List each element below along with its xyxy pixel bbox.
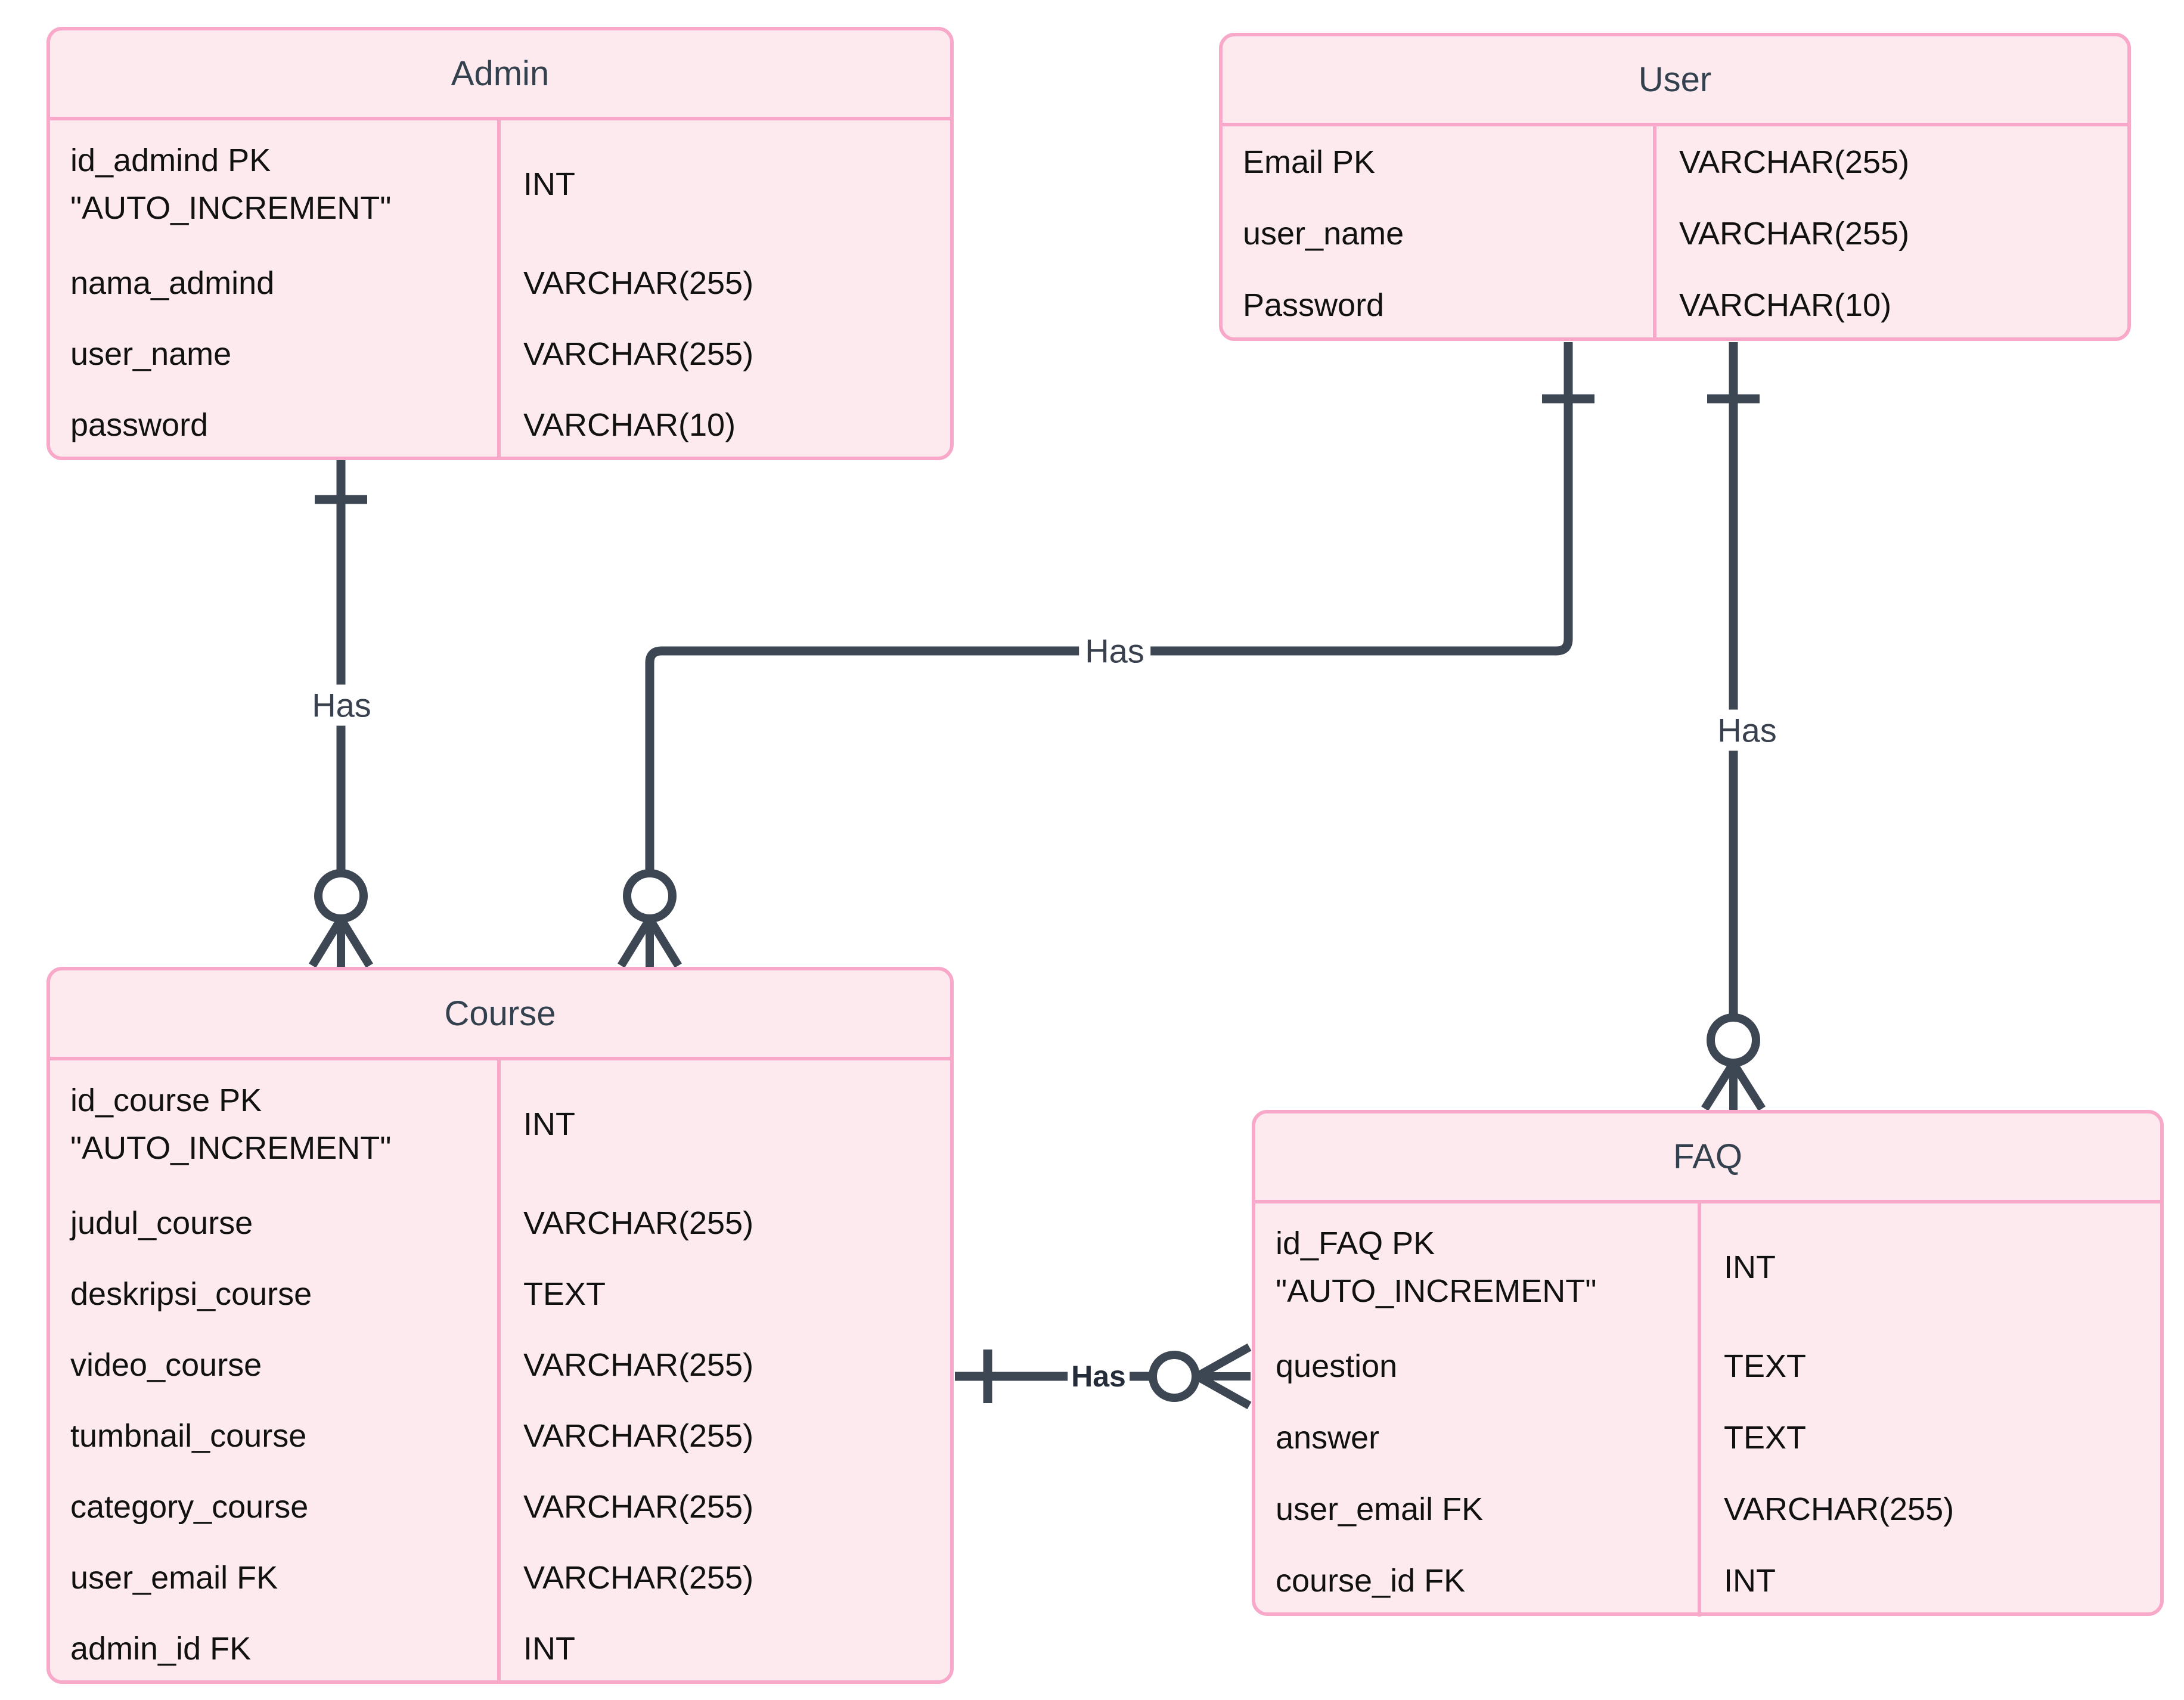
entity-course: Course id_course PK "AUTO_INCREMENT" INT…	[46, 967, 954, 1684]
field-row: id_FAQ PK "AUTO_INCREMENT" INT	[1255, 1203, 2160, 1330]
field-type: VARCHAR(255)	[1679, 144, 1910, 180]
field-type: VARCHAR(255)	[523, 1205, 754, 1241]
field-row: id_admind PK "AUTO_INCREMENT" INT	[50, 120, 950, 247]
entity-user-title: User	[1223, 36, 2127, 126]
crow-foot	[618, 919, 682, 968]
field-type: VARCHAR(255)	[523, 1488, 754, 1525]
field-name: user_email FK	[1255, 1473, 1701, 1545]
field-row: video_course VARCHAR(255)	[50, 1329, 950, 1400]
field-row: user_email FK VARCHAR(255)	[50, 1542, 950, 1613]
field-name: Email PK	[1223, 126, 1656, 198]
field-name: tumbnail_course	[50, 1400, 501, 1471]
field-row: tumbnail_course VARCHAR(255)	[50, 1400, 950, 1471]
zero-marker	[1149, 1351, 1200, 1402]
entity-faq-title: FAQ	[1255, 1113, 2160, 1203]
field-row: answer TEXT	[1255, 1402, 2160, 1473]
entity-admin-title: Admin	[50, 30, 950, 120]
relationship-label-admin-course: Has	[306, 684, 377, 726]
field-type: INT	[523, 1106, 575, 1142]
field-type: VARCHAR(255)	[523, 265, 754, 301]
field-row: admin_id FK INT	[50, 1613, 950, 1684]
relationship-label-user-faq: Has	[1711, 709, 1783, 751]
field-name: user_name	[50, 318, 501, 389]
field-type: VARCHAR(255)	[523, 1559, 754, 1596]
entity-user: User Email PK VARCHAR(255) user_name VAR…	[1219, 33, 2131, 341]
field-name: user_name	[1223, 198, 1656, 269]
field-type: VARCHAR(255)	[523, 336, 754, 372]
field-name: id_FAQ PK "AUTO_INCREMENT"	[1255, 1203, 1701, 1330]
field-row: password VARCHAR(10)	[50, 389, 950, 460]
relationship-label-user-course: Has	[1079, 630, 1150, 672]
field-name: user_email FK	[50, 1542, 501, 1613]
field-row: Email PK VARCHAR(255)	[1223, 126, 2127, 198]
field-row: user_name VARCHAR(255)	[1223, 198, 2127, 269]
field-row: Password VARCHAR(10)	[1223, 269, 2127, 341]
field-type: INT	[1724, 1249, 1776, 1285]
field-row: question TEXT	[1255, 1330, 2160, 1402]
field-row: nama_admind VARCHAR(255)	[50, 247, 950, 318]
crow-foot	[1196, 1343, 1252, 1410]
field-type: TEXT	[523, 1276, 606, 1312]
crow-foot	[1701, 1063, 1766, 1111]
field-name: judul_course	[50, 1187, 501, 1258]
field-type: VARCHAR(255)	[1724, 1491, 1955, 1527]
field-type: TEXT	[1724, 1348, 1807, 1384]
field-row: deskripsi_course TEXT	[50, 1258, 950, 1329]
field-type: TEXT	[1724, 1420, 1807, 1456]
field-row: judul_course VARCHAR(255)	[50, 1187, 950, 1258]
field-name: answer	[1255, 1402, 1701, 1473]
field-type: VARCHAR(255)	[523, 1417, 754, 1454]
field-name: video_course	[50, 1329, 501, 1400]
field-name: id_admind PK "AUTO_INCREMENT"	[50, 120, 501, 247]
field-row: course_id FK INT	[1255, 1545, 2160, 1617]
zero-marker	[314, 869, 368, 923]
field-row: id_course PK "AUTO_INCREMENT" INT	[50, 1060, 950, 1187]
field-type: INT	[523, 1630, 575, 1667]
field-row: user_email FK VARCHAR(255)	[1255, 1473, 2160, 1545]
field-name: nama_admind	[50, 247, 501, 318]
relationship-label-course-faq: Has	[1068, 1358, 1130, 1395]
field-name: category_course	[50, 1471, 501, 1542]
entity-user-fields: Email PK VARCHAR(255) user_name VARCHAR(…	[1223, 126, 2127, 341]
field-row: user_name VARCHAR(255)	[50, 318, 950, 389]
crow-foot	[309, 919, 373, 968]
field-type: VARCHAR(10)	[1679, 287, 1892, 323]
field-type: INT	[523, 166, 575, 202]
field-type: INT	[1724, 1563, 1776, 1599]
field-name: deskripsi_course	[50, 1258, 501, 1329]
relationship-admin-course	[309, 460, 373, 968]
zero-marker	[1707, 1013, 1760, 1067]
relationship-user-faq	[1701, 342, 1766, 1111]
field-name: Password	[1223, 269, 1656, 341]
field-name: id_course PK "AUTO_INCREMENT"	[50, 1060, 501, 1187]
field-type: VARCHAR(10)	[523, 407, 736, 443]
field-name: admin_id FK	[50, 1613, 501, 1684]
entity-admin: Admin id_admind PK "AUTO_INCREMENT" INT …	[46, 27, 954, 460]
zero-marker	[623, 869, 677, 923]
entity-course-title: Course	[50, 970, 950, 1060]
field-row: category_course VARCHAR(255)	[50, 1471, 950, 1542]
entity-faq-fields: id_FAQ PK "AUTO_INCREMENT" INT question …	[1255, 1203, 2160, 1617]
field-type: VARCHAR(255)	[1679, 216, 1910, 252]
entity-admin-fields: id_admind PK "AUTO_INCREMENT" INT nama_a…	[50, 120, 950, 460]
field-name: question	[1255, 1330, 1701, 1402]
field-type: VARCHAR(255)	[523, 1347, 754, 1383]
entity-faq: FAQ id_FAQ PK "AUTO_INCREMENT" INT quest…	[1252, 1110, 2164, 1617]
field-name: password	[50, 389, 501, 460]
entity-course-fields: id_course PK "AUTO_INCREMENT" INT judul_…	[50, 1060, 950, 1684]
field-name: course_id FK	[1255, 1545, 1701, 1617]
